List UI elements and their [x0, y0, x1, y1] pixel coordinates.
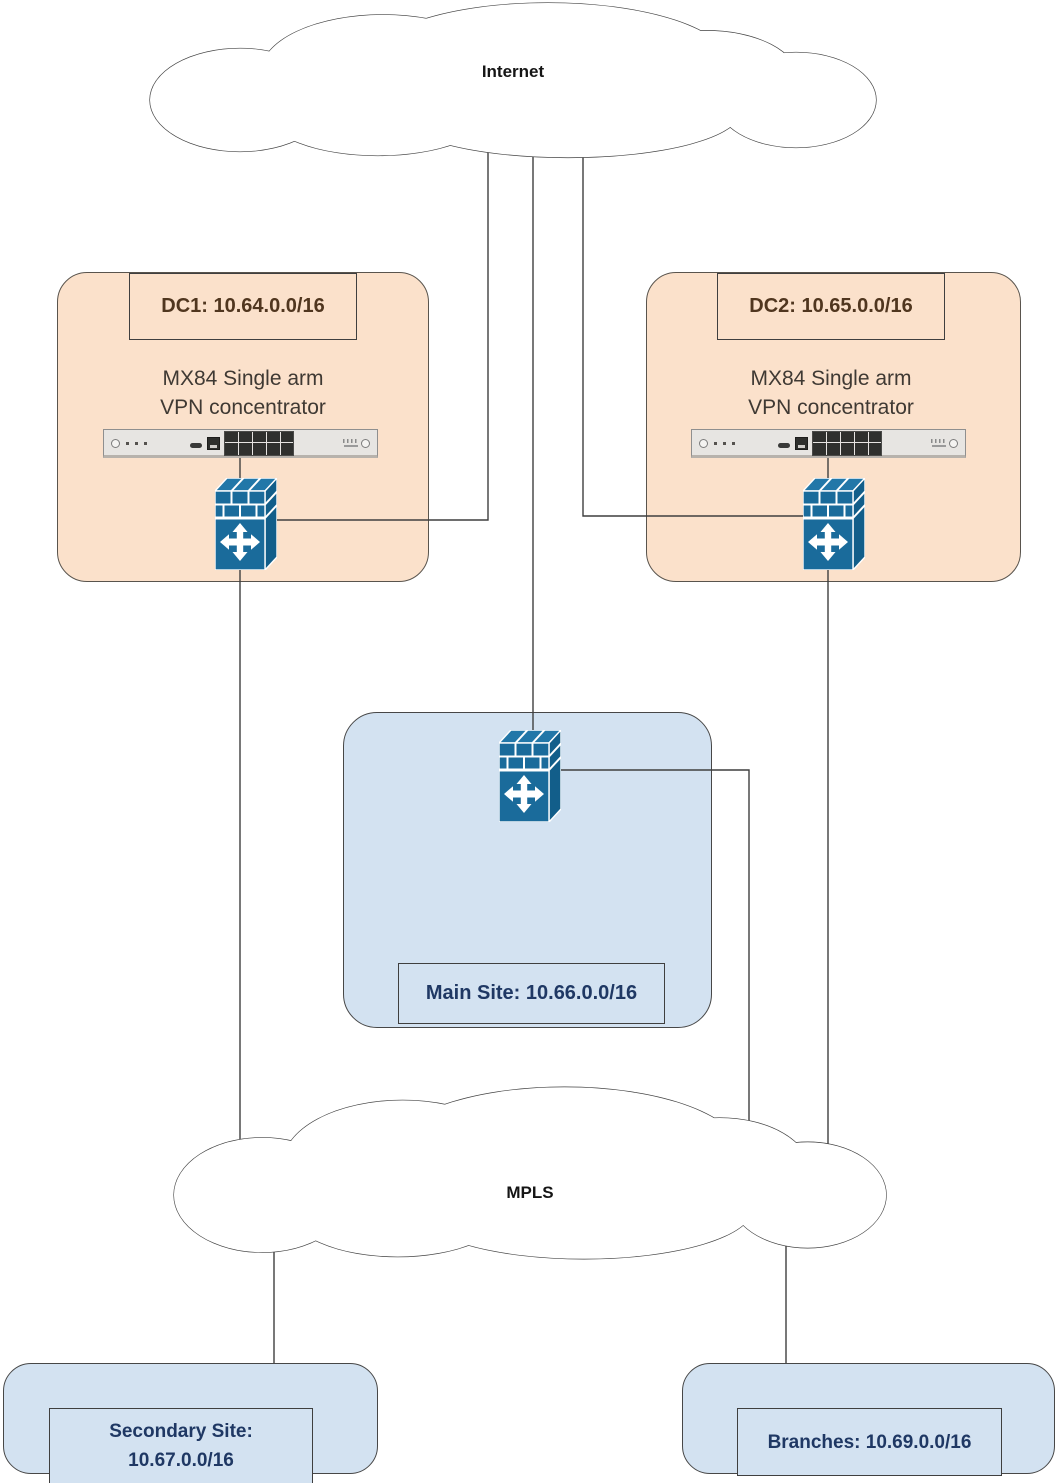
firewall-icon — [803, 478, 865, 570]
status-led-icons — [126, 442, 148, 445]
ethernet-ports-icon — [812, 431, 882, 456]
status-led-icons — [714, 442, 736, 445]
link-internet-dc2 — [582, 140, 808, 517]
dc2-desc-line1: MX84 Single arm — [750, 367, 912, 390]
mpls-label: MPLS — [506, 1183, 554, 1202]
console-port-icon — [778, 443, 790, 448]
mpls-cloud-icon — [173, 1086, 887, 1260]
dc1-title-plate: DC1: 10.64.0.0/16 — [129, 273, 357, 340]
mx84-appliance — [691, 429, 966, 458]
console-port-icon — [190, 443, 202, 448]
dc2-title-plate: DC2: 10.65.0.0/16 — [717, 273, 945, 340]
main-site-label: Main Site: 10.66.0.0/16 — [425, 982, 638, 1004]
screw-icon — [361, 439, 370, 448]
firewall-icon — [215, 478, 277, 570]
dc1-description: MX84 Single arm VPN concentrator — [93, 364, 393, 422]
link-mainsite-mpls — [552, 769, 750, 1180]
dc2-description: MX84 Single arm VPN concentrator — [681, 364, 981, 422]
link-internet-dc1 — [270, 140, 489, 521]
secondary-site-label-line2: 10.67.0.0/16 — [128, 1450, 234, 1471]
branches-label-plate: Branches: 10.69.0.0/16 — [737, 1408, 1002, 1476]
dc1-desc-line2: VPN concentrator — [160, 396, 326, 419]
ethernet-ports-icon — [224, 431, 294, 456]
secondary-site-label-plate: Secondary Site: 10.67.0.0/16 — [49, 1408, 313, 1483]
mgmt-port-icon — [795, 437, 808, 450]
internet-cloud-icon — [149, 2, 877, 159]
main-site-label-plate: Main Site: 10.66.0.0/16 — [398, 963, 665, 1024]
mx84-appliance — [103, 429, 378, 458]
cisco-logo-icon — [341, 439, 361, 449]
internet-label: Internet — [481, 62, 545, 81]
branches-label: Branches: 10.69.0.0/16 — [767, 1431, 972, 1453]
dc1-title: DC1: 10.64.0.0/16 — [161, 295, 325, 317]
screw-icon — [699, 439, 708, 448]
cisco-logo-icon — [929, 439, 949, 449]
dc1-desc-line1: MX84 Single arm — [162, 367, 324, 390]
dc2-title: DC2: 10.65.0.0/16 — [749, 295, 913, 317]
screw-icon — [949, 439, 958, 448]
dc2-desc-line2: VPN concentrator — [748, 396, 914, 419]
connector-lines — [239, 140, 829, 1363]
mgmt-port-icon — [207, 437, 220, 450]
firewall-icon — [499, 730, 561, 822]
secondary-site-label-line1: Secondary Site: — [109, 1421, 253, 1442]
screw-icon — [111, 439, 120, 448]
